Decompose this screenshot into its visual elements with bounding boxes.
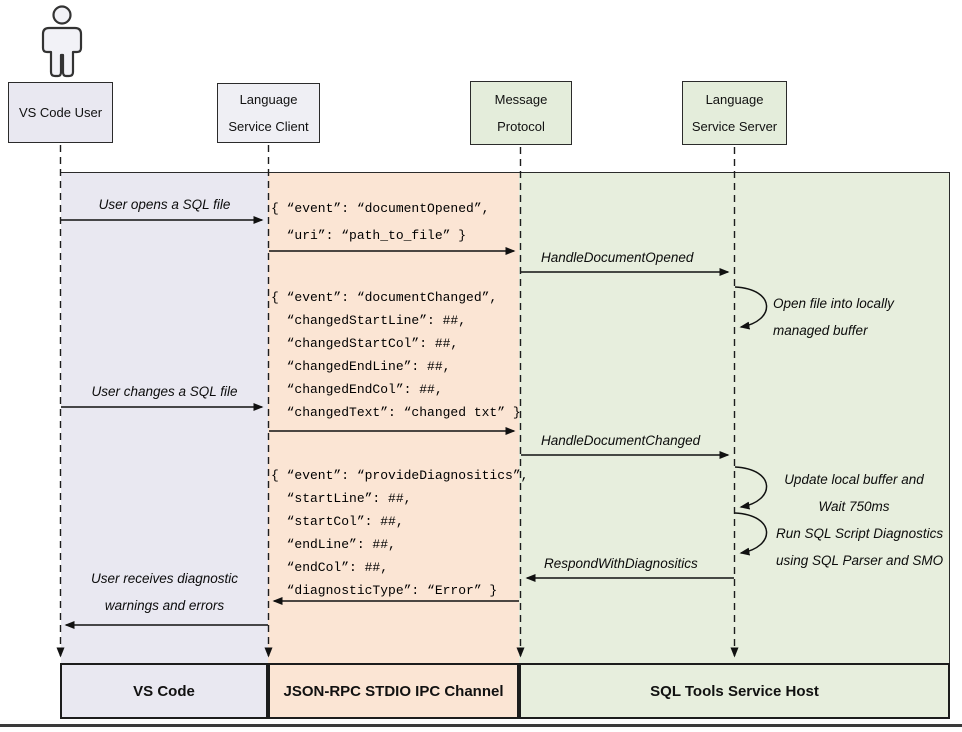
lane-label: SQL Tools Service Host <box>650 682 819 700</box>
payload-line: “diagnosticType”: “Error” } <box>271 583 498 598</box>
annotation-line: Update local buffer and <box>784 472 924 487</box>
payload-line: “changedEndCol”: ##, <box>271 382 443 397</box>
payload-document-opened: { “event”: “documentOpened”, “uri”: “pat… <box>271 195 489 249</box>
participant-label: Service Server <box>691 119 778 134</box>
payload-line: “changedEndLine”: ##, <box>271 359 451 374</box>
lane-band-json-rpc <box>268 172 519 663</box>
participant-label: Language <box>705 92 764 107</box>
annotation-line: Wait 750ms <box>818 499 890 514</box>
lane-label: JSON-RPC STDIO IPC Channel <box>283 682 504 700</box>
lane-box-sql-tools: SQL Tools Service Host <box>519 663 950 719</box>
label-user-receives-diagnostics: User receives diagnostic warnings and er… <box>61 565 268 619</box>
label-respond-with-diagnositics: RespondWithDiagnositics <box>544 556 698 571</box>
payload-line: “changedStartCol”: ##, <box>271 336 459 351</box>
payload-line: “startLine”: ##, <box>271 491 412 506</box>
label-user-changes-sql-file: User changes a SQL file <box>91 384 238 399</box>
payload-line: { “event”: “documentOpened”, <box>271 201 490 216</box>
payload-line: { “event”: “provideDiagnositics”, <box>271 468 529 483</box>
lane-box-vs-code: VS Code <box>60 663 268 719</box>
payload-line: “uri”: “path_to_file” } <box>271 228 467 243</box>
payload-line: { “event”: “documentChanged”, <box>271 290 498 305</box>
payload-document-changed: { “event”: “documentChanged”, “changedSt… <box>271 286 521 424</box>
annotation-line: Run SQL Script Diagnostics <box>776 526 944 541</box>
lane-box-json-rpc: JSON-RPC STDIO IPC Channel <box>268 663 519 719</box>
payload-line: “endLine”: ##, <box>271 537 396 552</box>
annotation-run-diagnostics: Run SQL Script Diagnostics using SQL Par… <box>776 520 943 574</box>
label-handle-document-changed: HandleDocumentChanged <box>541 433 701 448</box>
participant-language-service-client: Language Service Client <box>217 83 320 143</box>
lane-label: VS Code <box>133 682 195 700</box>
participant-label: Service Client <box>228 119 309 134</box>
payload-line: “endCol”: ##, <box>271 560 389 575</box>
participant-label: Message <box>494 92 548 107</box>
label-line: User receives diagnostic <box>90 571 239 586</box>
participant-label: Language <box>239 92 298 107</box>
annotation-line: using SQL Parser and SMO <box>776 553 944 568</box>
participant-message-protocol: Message Protocol <box>470 81 572 145</box>
participant-label: VS Code User <box>18 105 103 120</box>
lane-band-vs-code <box>61 172 268 663</box>
label-handle-document-opened: HandleDocumentOpened <box>541 250 694 265</box>
annotation-open-file: Open file into locally managed buffer <box>773 290 894 344</box>
label-line: warnings and errors <box>104 598 225 613</box>
payload-line: “changedStartLine”: ##, <box>271 313 467 328</box>
payload-provide-diagnositics: { “event”: “provideDiagnositics”, “start… <box>271 464 528 602</box>
payload-line: “startCol”: ##, <box>271 514 404 529</box>
payload-line: “changedText”: “changed txt” } <box>271 405 521 420</box>
participant-language-service-server: Language Service Server <box>682 81 787 145</box>
participant-vs-code-user: VS Code User <box>8 82 113 143</box>
label-user-opens-sql-file: User opens a SQL file <box>98 197 231 212</box>
annotation-update-buffer: Update local buffer and Wait 750ms <box>770 466 938 520</box>
annotation-line: Open file into locally <box>773 296 894 311</box>
participant-label: Protocol <box>497 119 545 134</box>
bottom-rule <box>0 724 962 727</box>
user-actor-icon <box>41 5 83 78</box>
annotation-line: managed buffer <box>773 323 868 338</box>
